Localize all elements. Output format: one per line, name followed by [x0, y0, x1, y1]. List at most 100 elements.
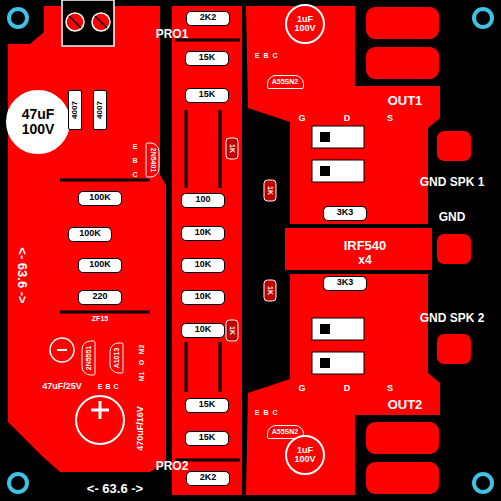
silk-label: 47uF/25V [42, 382, 82, 391]
capacitor-outline [50, 338, 124, 444]
silk-label: S [387, 384, 393, 393]
silk-label: C [132, 171, 137, 178]
silk-label: E [255, 409, 260, 416]
mosfet-tab [320, 132, 330, 368]
transistor-body: A1013 [109, 343, 123, 374]
part-value: 2K2 [200, 13, 217, 22]
part-value: 1K [266, 286, 273, 295]
part-value: 3K3 [337, 278, 354, 287]
copper-pour [172, 6, 242, 495]
resistor-body: 15K [185, 88, 229, 103]
silk-label: E [133, 143, 138, 150]
resistor-body: 2K2 [186, 471, 230, 486]
silk-label: GND [439, 211, 466, 223]
resistor-body: 100K [78, 258, 122, 273]
part-value: 1K [228, 144, 235, 153]
silk-label: 470uF/16V [136, 406, 145, 451]
silk-label: C [113, 383, 118, 390]
silk-label: ZF15 [92, 315, 108, 322]
transistor-body: 2N5401 [145, 143, 159, 178]
transistor-body: 2N5551 [81, 341, 95, 376]
silk-label: M1 [138, 371, 145, 381]
silk-label: C [272, 409, 277, 416]
silk-label: IRF540 [344, 239, 387, 252]
resistor-body: 1K [226, 137, 239, 159]
silk-label: OUT1 [388, 94, 423, 107]
resistor-body: 15K [185, 51, 229, 66]
silk-label: E [255, 52, 260, 59]
part-value: 10K [195, 325, 212, 334]
part-value: A1013 [112, 348, 119, 369]
resistor-body: 10K [181, 258, 225, 273]
part-value: 100K [79, 229, 101, 238]
part-value: 10K [195, 228, 212, 237]
part-value: 1uF [297, 446, 313, 455]
copper-pour [8, 6, 166, 472]
part-value: 3K3 [337, 208, 354, 217]
diode-body: 4007 [68, 90, 82, 130]
resistor-body: 10K [181, 226, 225, 241]
part-value: A55SN2 [272, 78, 298, 85]
silk-label: x4 [358, 254, 371, 266]
resistor-body: 100K [68, 227, 112, 242]
silk-label: <- 63.6 -> [87, 482, 143, 495]
part-value: 100K [89, 193, 111, 202]
silk-label: B [263, 409, 268, 416]
part-value: A55SN2 [272, 428, 298, 435]
silk-label: G [298, 114, 305, 123]
resistor-body: 100K [78, 191, 122, 206]
part-value: 47uF [22, 107, 55, 122]
part-value: 100 [195, 195, 210, 204]
isolation-gap [60, 40, 250, 460]
capacitor-body: 1uF100V [285, 4, 325, 44]
part-value: 10K [195, 260, 212, 269]
resistor-body: 15K [185, 431, 229, 446]
silk-label: OUT2 [388, 398, 423, 411]
transistor-body: A55SN2 [267, 75, 304, 89]
silk-label: D [344, 114, 351, 123]
part-value: 4007 [96, 101, 104, 119]
copper-pour [246, 274, 440, 495]
resistor-body: 1K [264, 179, 277, 201]
part-value: 1K [266, 186, 273, 195]
resistor-body: 10K [181, 323, 225, 338]
part-value: 15K [199, 400, 216, 409]
silk-label: GND SPK 1 [420, 176, 485, 188]
part-value: 220 [92, 292, 107, 301]
silk-label: M2 [138, 344, 145, 354]
silk-label: B [263, 52, 268, 59]
silk-label: B [132, 157, 137, 164]
part-value: 100V [22, 122, 55, 137]
silk-label: O [138, 359, 145, 364]
diode-body: 4007 [93, 90, 107, 130]
part-value: 15K [199, 433, 216, 442]
silk-label: S [387, 114, 393, 123]
resistor-body: 10K [181, 290, 225, 305]
capacitor-body: 1uF100V [285, 435, 325, 475]
resistor-body: 15K [185, 398, 229, 413]
part-value: 100V [294, 455, 315, 464]
mounting-hole [9, 9, 492, 492]
copper-pour [285, 228, 432, 270]
resistor-body: 1K [264, 279, 277, 301]
part-value: 2N5401 [148, 148, 155, 173]
silk-label: G [298, 384, 305, 393]
silk-label: PRO1 [156, 28, 189, 40]
capacitor-body: 47uF100V [6, 90, 70, 154]
terminal-block [62, 0, 114, 46]
part-value: 15K [199, 53, 216, 62]
part-value: 2N5551 [84, 346, 91, 371]
resistor-body: 2K2 [186, 11, 230, 26]
silk-label: C [272, 52, 277, 59]
resistor-body: 100 [181, 193, 225, 208]
silk-label: PRO2 [156, 460, 189, 472]
resistor-body: 3K3 [323, 206, 367, 221]
silk-label: D [344, 384, 351, 393]
resistor-body: 3K3 [323, 276, 367, 291]
copper-pour [246, 6, 440, 224]
silk-label: E [98, 383, 103, 390]
part-value: 4007 [71, 101, 79, 119]
silk-label: <- 63.6 -> [16, 247, 29, 303]
